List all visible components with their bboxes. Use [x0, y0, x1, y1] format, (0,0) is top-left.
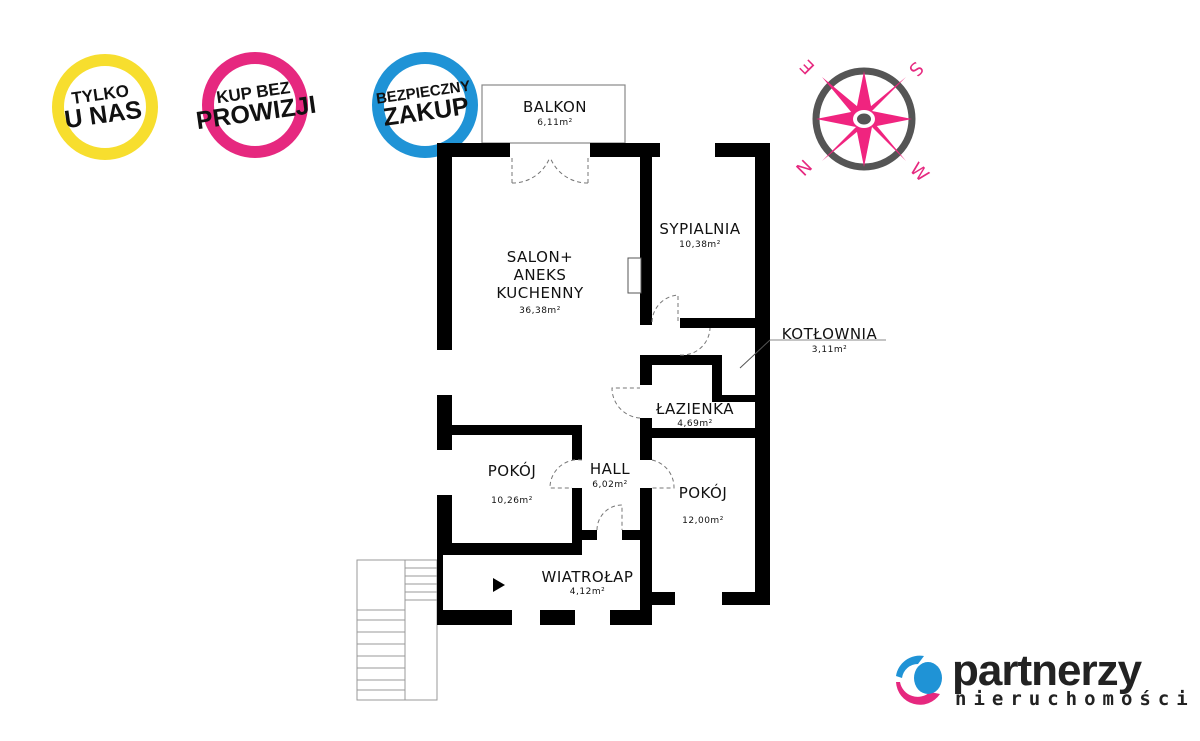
- logo-sub-text: nieruchomości: [955, 688, 1195, 710]
- room-name-line3: KUCHENNY: [496, 284, 584, 302]
- room-name-line2: ANEKS: [513, 266, 567, 284]
- room-area: 12,00m²: [682, 516, 724, 526]
- room-name: HALL: [589, 460, 631, 478]
- room-area: 3,11m²: [811, 345, 848, 355]
- room-name: ŁAZIENKA: [656, 400, 734, 418]
- balcony-outline: [481, 84, 626, 144]
- walls: [437, 143, 770, 625]
- badge-ring-icon: [372, 52, 478, 158]
- room-lazienka: ŁAZIENKA 4,69m²: [645, 400, 745, 429]
- badge-ring-icon: [202, 52, 308, 158]
- room-sypialnia: SYPIALNIA 10,38m²: [648, 220, 752, 250]
- logo-main-text: partnerzy: [952, 646, 1142, 695]
- room-area: 36,38m²: [519, 306, 561, 316]
- room-name-line1: SALON+: [506, 248, 574, 266]
- room-pokoj-2: POKÓJ 12,00m²: [655, 484, 751, 526]
- kotlownia-leader-line: [739, 339, 771, 369]
- room-hall: HALL 6,02m²: [575, 460, 645, 490]
- room-name: POKÓJ: [487, 462, 537, 480]
- room-name: POKÓJ: [678, 484, 728, 502]
- room-balkon: BALKON 6,11m²: [500, 98, 610, 128]
- entrance-arrow-icon: [493, 578, 505, 592]
- room-area: 4,69m²: [677, 419, 713, 429]
- partnerzy-logo-icon: [896, 655, 942, 705]
- room-salon: SALON+ ANEKS KUCHENNY 36,38m²: [470, 248, 610, 316]
- room-kotlownia: KOTŁOWNIA 3,11m²: [772, 325, 887, 355]
- room-pokoj-1: POKÓJ 10,26m²: [462, 462, 562, 506]
- room-area: 6,02m²: [592, 480, 628, 490]
- door-swings: [511, 156, 711, 531]
- room-name: BALKON: [523, 98, 587, 116]
- room-area: 4,12m²: [569, 587, 606, 597]
- room-area: 6,11m²: [537, 118, 573, 128]
- badge-ring-icon: [52, 54, 158, 160]
- chimney: [627, 257, 642, 294]
- compass-rose-icon: [812, 67, 916, 171]
- room-name: WIATROŁAP: [541, 568, 634, 586]
- stairs-icon: [356, 559, 438, 701]
- room-area: 10,38m²: [679, 240, 721, 250]
- room-wiatrolap: WIATROŁAP 4,12m²: [530, 568, 645, 597]
- room-area: 10,26m²: [491, 496, 533, 506]
- room-name: KOTŁOWNIA: [781, 325, 878, 343]
- room-name: SYPIALNIA: [659, 220, 741, 238]
